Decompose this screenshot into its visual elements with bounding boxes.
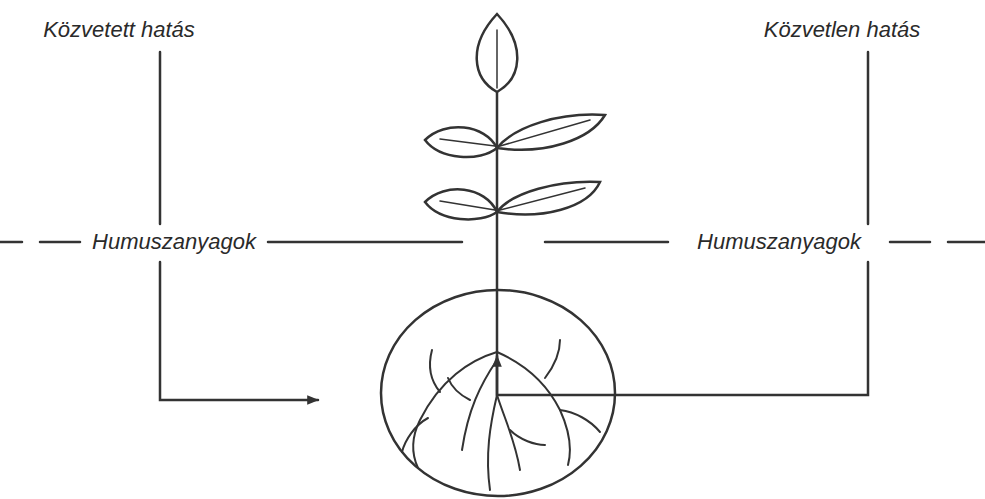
effect-heading: Közvetlen hatás [760,17,925,43]
leaf-vein [500,120,590,146]
dash-line [545,241,668,244]
effect-heading: Közvetett hatás [39,17,199,43]
plant-stem [496,92,499,395]
flow-arrow [497,262,868,395]
leaf [425,189,497,219]
leaf [477,14,518,92]
flow-line [867,52,870,224]
substance-label: Humuszanyagok [88,229,260,255]
leaf [497,182,600,215]
flow-arrow [160,262,318,400]
substance-label: Humuszanyagok [693,229,865,255]
dash-line [948,241,985,244]
leaf-vein [500,188,585,210]
leaf [497,115,605,150]
dash-line [0,241,22,244]
roots [402,340,600,490]
flow-line [159,52,162,224]
leaf-vein [440,139,495,146]
leaf-vein [440,201,495,210]
leaf [425,127,497,157]
dash-line [40,241,80,244]
dash-line [268,241,462,244]
leaf-vein [496,30,498,88]
dash-line [890,241,930,244]
